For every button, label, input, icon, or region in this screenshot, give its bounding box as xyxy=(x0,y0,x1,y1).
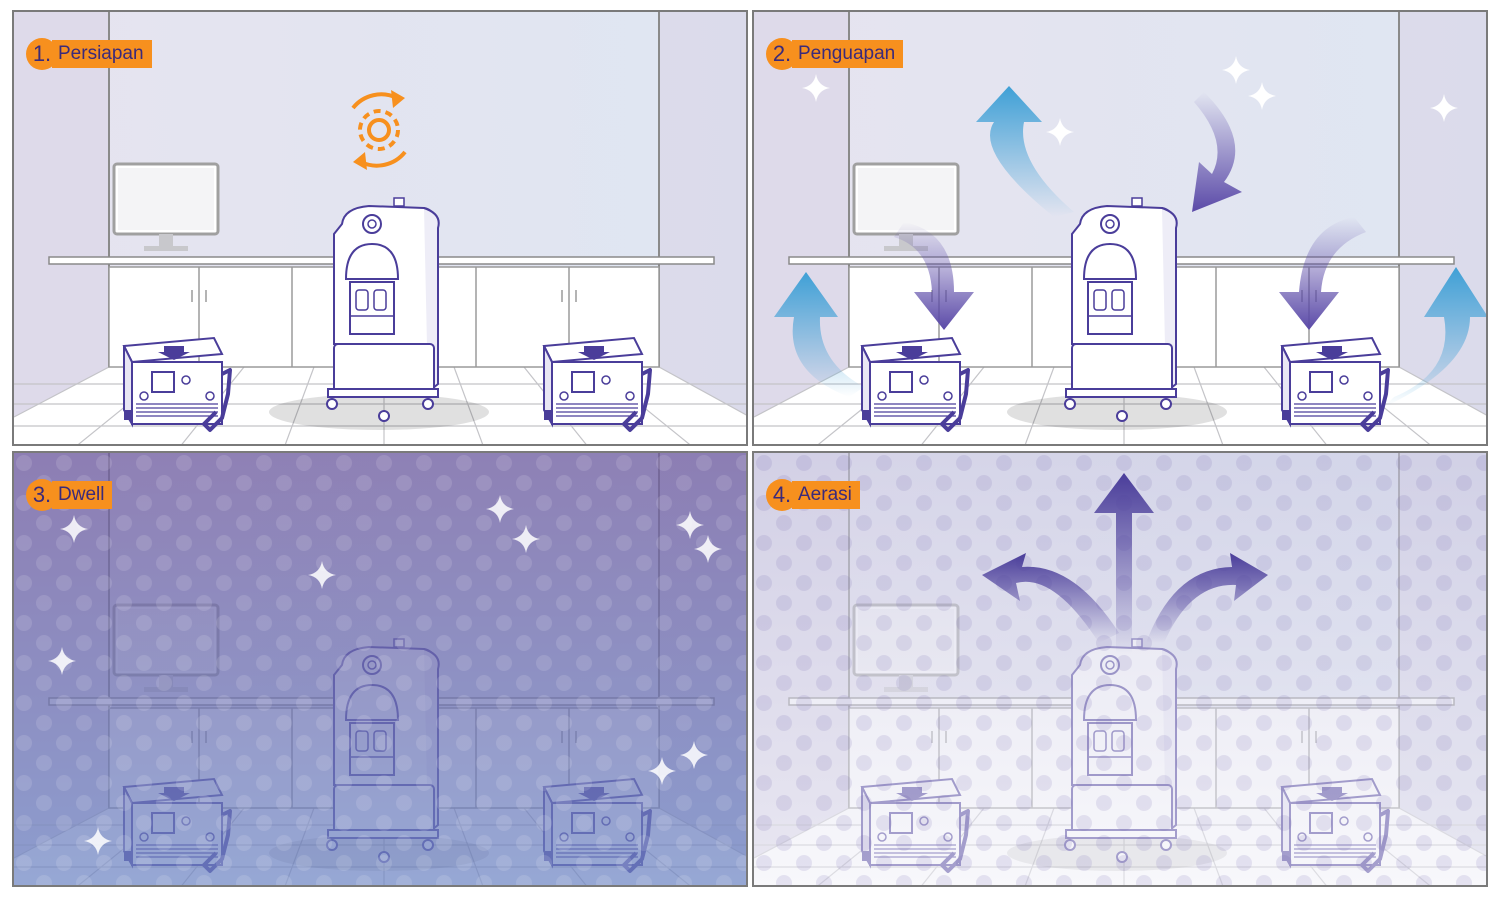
step-label-3: 3. Dwell xyxy=(26,479,113,511)
gear-rotate-icon xyxy=(351,90,407,170)
panel-aeration: 4. Aerasi xyxy=(752,451,1488,887)
airflow-arrow-icon xyxy=(982,473,1268,653)
airflow-arrow-icon xyxy=(774,86,1486,407)
step-label-4: 4. Aerasi xyxy=(766,479,860,511)
room-illustration xyxy=(14,453,746,885)
room-illustration xyxy=(754,12,1486,444)
panel-dwell: 3. Dwell xyxy=(12,451,748,887)
step-label-2: 2. Penguapan xyxy=(766,38,904,70)
step-title: Persiapan xyxy=(52,40,152,68)
step-title: Aerasi xyxy=(792,481,860,509)
panel-vaporization: 2. Penguapan xyxy=(752,10,1488,446)
step-title: Dwell xyxy=(52,481,113,509)
step-title: Penguapan xyxy=(792,40,904,68)
panel-preparation: 1. Persiapan xyxy=(12,10,748,446)
room-illustration xyxy=(14,12,746,444)
step-label-1: 1. Persiapan xyxy=(26,38,152,70)
room-illustration xyxy=(754,453,1486,885)
